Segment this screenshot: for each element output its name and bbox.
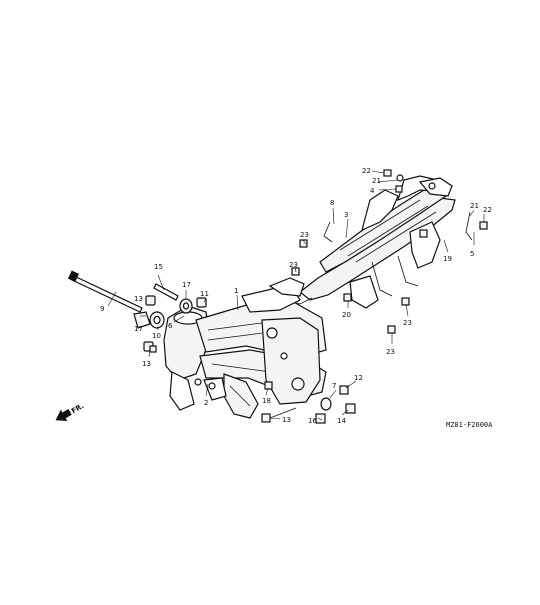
callout-18: 18 xyxy=(262,397,271,405)
bolt-15 xyxy=(153,283,179,301)
bolt-18 xyxy=(264,381,273,390)
nut-4 xyxy=(395,185,403,193)
callout-labels: 1 2 3 4 5 6 7 8 9 10 11 12 13 13 13 14 1… xyxy=(100,167,492,425)
bolt-23d xyxy=(387,325,396,334)
callout-19: 19 xyxy=(443,255,452,263)
callout-16: 16 xyxy=(308,417,317,425)
callout-22-b: 22 xyxy=(483,206,492,214)
bolt-23c xyxy=(401,297,410,306)
nut-13 xyxy=(145,295,156,306)
nut-11 xyxy=(196,297,207,308)
clip-21b xyxy=(465,211,473,241)
collar-7 xyxy=(320,397,332,411)
callout-13-c: 13 xyxy=(282,416,291,424)
callout-3: 3 xyxy=(344,211,348,219)
clip-8 xyxy=(323,221,333,243)
nut-16 xyxy=(315,413,326,424)
front-direction-arrow: FR. xyxy=(55,402,85,421)
callout-23-b: 23 xyxy=(300,231,309,239)
callout-20: 20 xyxy=(342,311,351,319)
callout-6: 6 xyxy=(168,322,173,330)
callout-23-c: 23 xyxy=(403,319,412,327)
callout-4: 4 xyxy=(370,187,375,195)
bolt-12 xyxy=(339,385,349,395)
bolt-23b xyxy=(299,239,308,248)
callout-23-d: 23 xyxy=(386,348,395,356)
callout-5: 5 xyxy=(470,250,474,258)
callout-11: 11 xyxy=(200,290,209,298)
callout-9: 9 xyxy=(100,305,104,313)
rear-subframe xyxy=(284,175,456,309)
long-bolt-9 xyxy=(71,275,143,313)
diagram-code: MZ81-F2600A xyxy=(446,421,493,429)
bolt-13b xyxy=(149,345,157,353)
direction-label: FR. xyxy=(70,402,85,415)
callout-17-a: 17 xyxy=(134,325,143,333)
callout-21-b: 21 xyxy=(470,202,479,210)
main-frame xyxy=(163,277,327,419)
callout-7: 7 xyxy=(332,382,336,390)
bolt-22a xyxy=(383,169,392,177)
leader-lines xyxy=(107,170,485,421)
callout-1: 1 xyxy=(234,287,238,295)
bolt-13c xyxy=(261,413,271,423)
callout-15: 15 xyxy=(154,263,163,271)
callout-12: 12 xyxy=(354,374,363,382)
arrow-icon xyxy=(55,409,72,421)
callout-17-b: 17 xyxy=(182,281,191,289)
callout-8: 8 xyxy=(330,199,334,207)
bolt-20 xyxy=(343,293,352,302)
nut-14 xyxy=(345,403,356,414)
callout-13-a: 13 xyxy=(134,295,143,303)
callout-10: 10 xyxy=(152,332,161,340)
bolt-22b xyxy=(479,221,488,230)
callout-2: 2 xyxy=(204,399,208,407)
callout-14: 14 xyxy=(337,417,346,425)
bolt-19 xyxy=(419,229,428,238)
washer-21a xyxy=(396,174,404,182)
loose-parts xyxy=(67,169,488,424)
callout-21-a: 21 xyxy=(372,177,381,185)
bolt-23a xyxy=(291,267,300,276)
callout-22-a: 22 xyxy=(362,167,371,175)
callout-13-b: 13 xyxy=(142,360,151,368)
callout-23-a: 23 xyxy=(289,261,298,269)
